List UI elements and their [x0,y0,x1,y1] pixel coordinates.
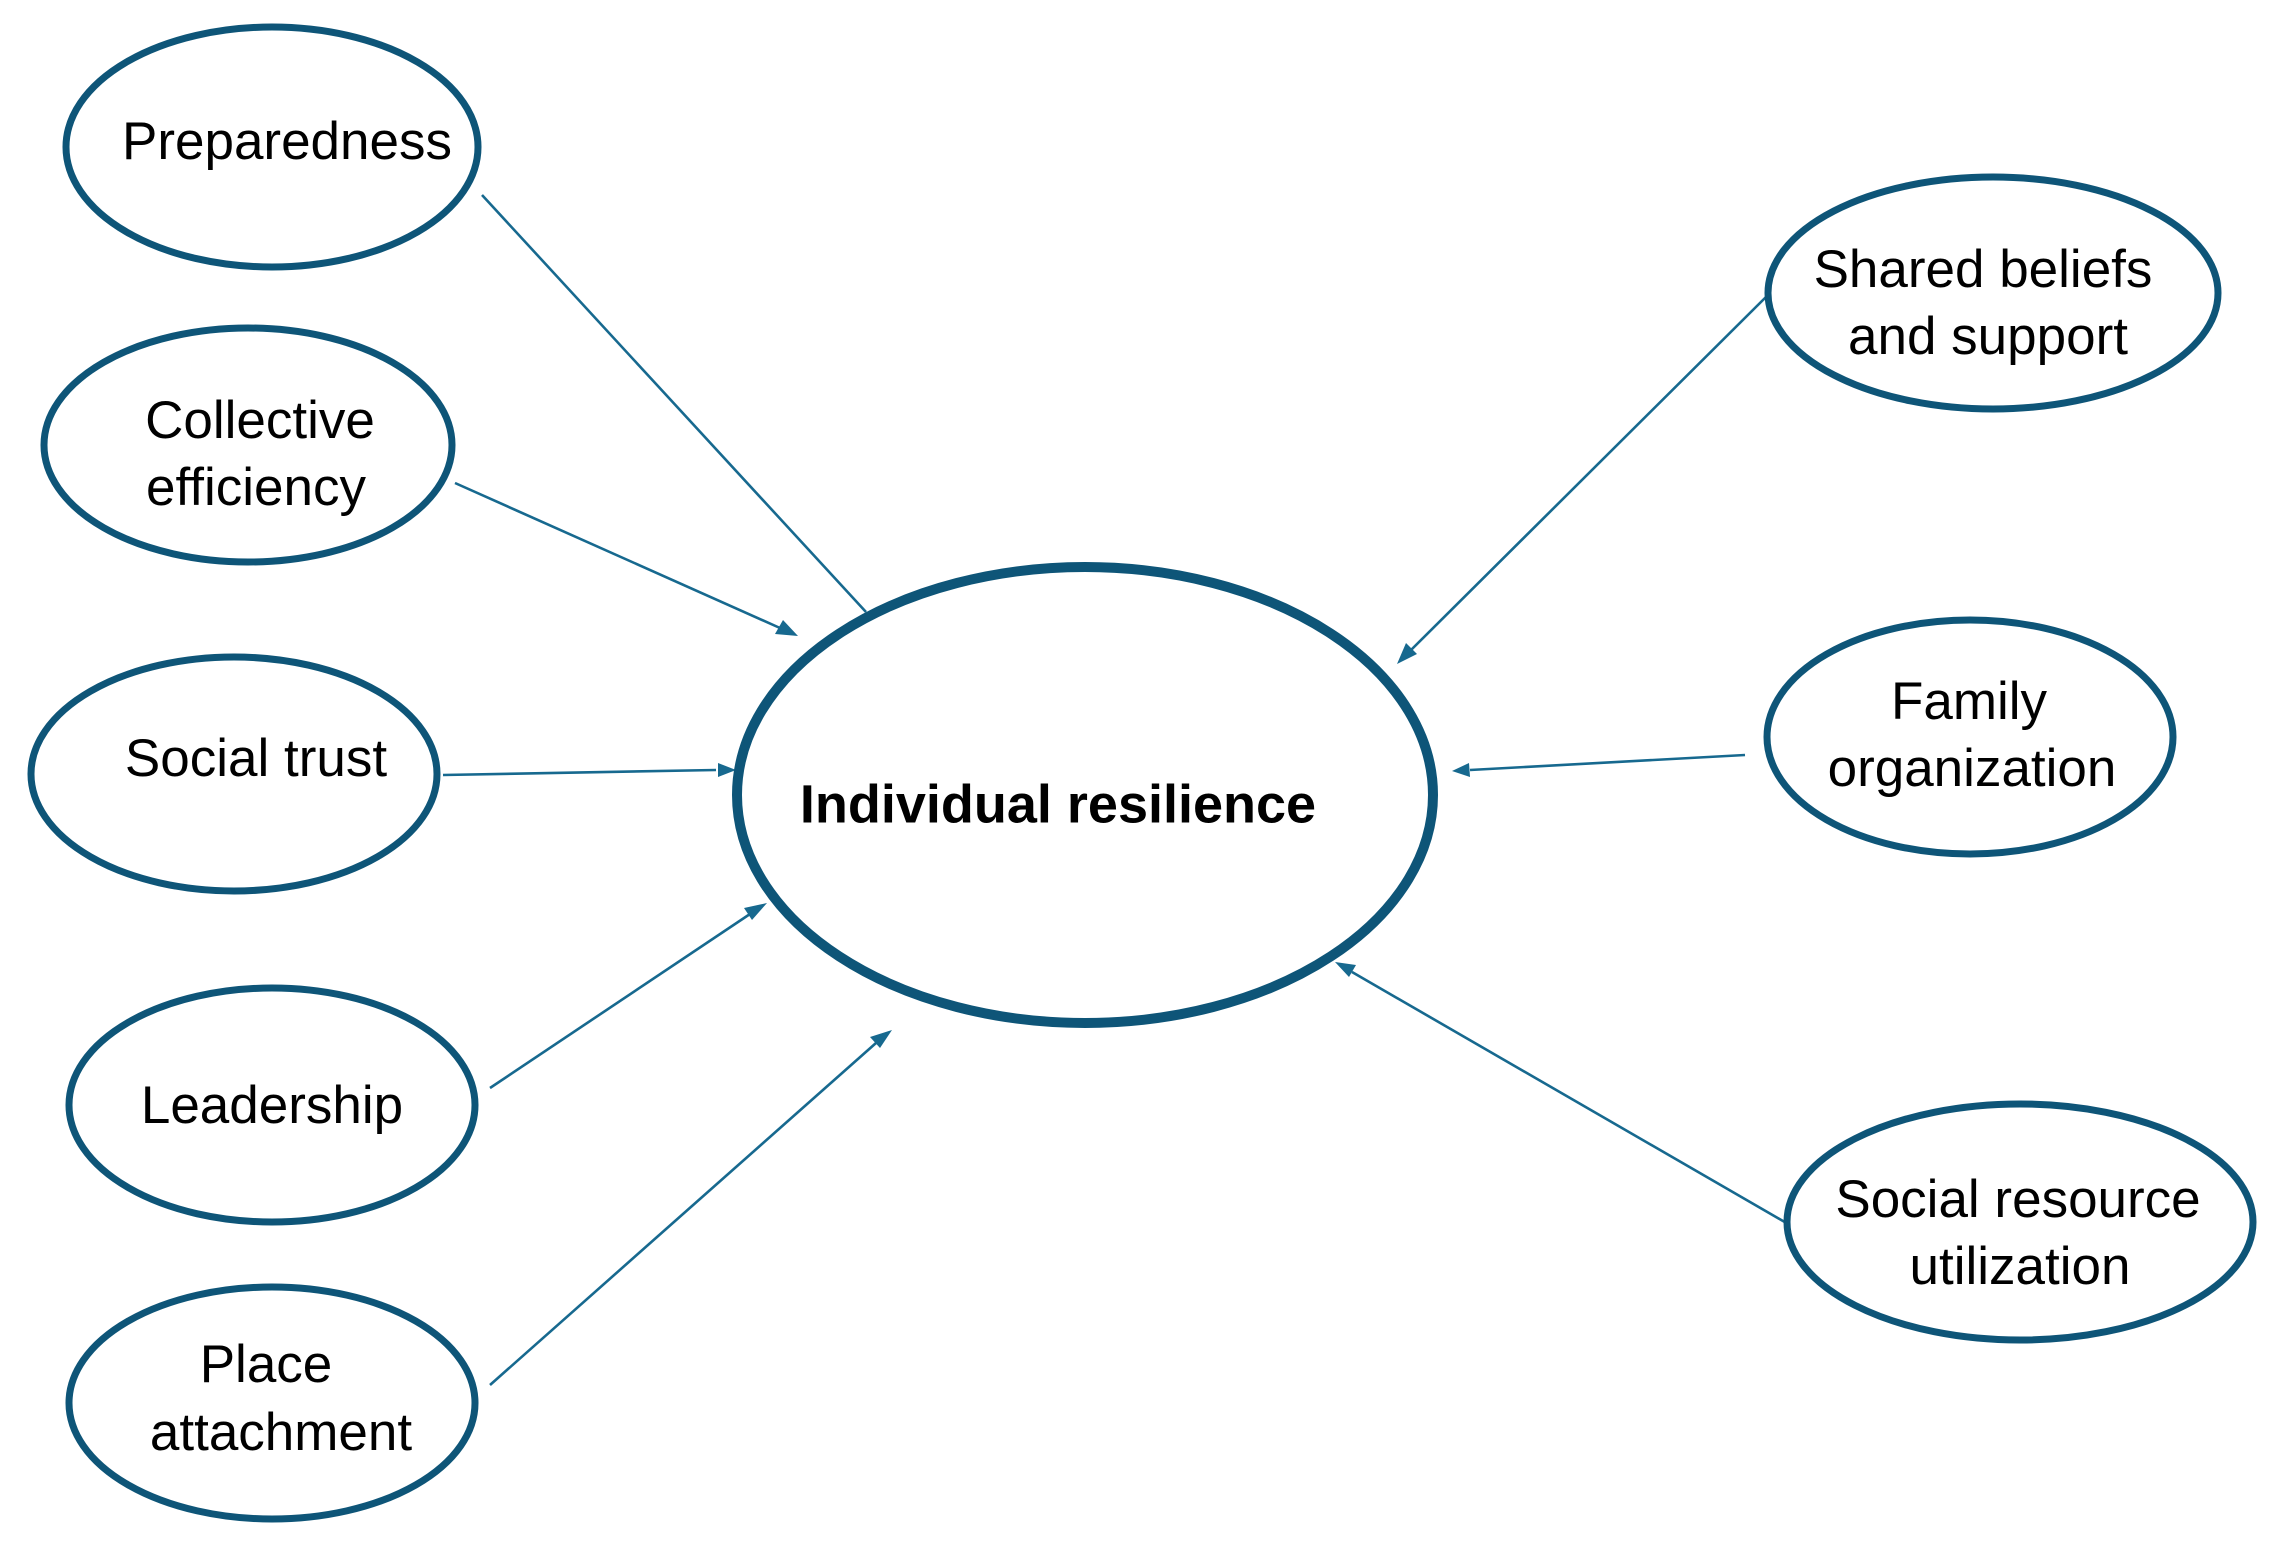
node-shared-beliefs-and-support-label-line-1: Shared beliefs [1814,240,2153,299]
node-social-resource-utilization-label-line-1: Social resource [1835,1170,2200,1229]
connector-leadership [489,912,751,1090]
arrowhead-place-attachment [870,1030,892,1048]
node-social-trust-label: Social trust [125,729,387,788]
node-social-resource-utilization: Social resource utilization [1783,1100,2257,1344]
node-family-organization-label-line-1: Family [1891,672,2048,731]
connector-shared-beliefs [1410,294,1769,651]
node-place-attachment: Place attachment [65,1283,479,1523]
node-shared-beliefs-and-support: Shared beliefs and support [1764,173,2222,413]
node-social-trust: Social trust [27,653,441,895]
arrowhead-social-trust [718,763,736,777]
node-place-attachment-ellipse [65,1283,479,1523]
connector-preparedness [481,194,867,613]
connector-social-resource [1351,970,1796,1230]
node-leadership: Leadership [65,984,479,1226]
connectors [442,194,1796,1386]
connector-collective-efficiency [454,481,781,630]
connector-social-trust [442,768,717,777]
node-social-resource-utilization-label-line-2: utilization [1910,1237,2131,1296]
node-family-organization-label-line-2: organization [1828,739,2117,798]
center-node-ellipse [732,562,1438,1028]
node-family-organization: Family organization [1763,616,2177,858]
node-preparedness-label: Preparedness [122,112,452,171]
node-social-trust-ellipse [27,653,441,895]
arrowhead-shared-beliefs [1397,643,1417,664]
arrowhead-social-resource [1335,962,1356,977]
arrowhead-collective-efficiency [775,620,798,636]
node-social-resource-utilization-ellipse [1783,1100,2257,1344]
node-family-organization-ellipse [1763,616,2177,858]
node-collective-efficiency-label-line-1: Collective [145,391,375,450]
node-place-attachment-label-line-2: attachment [150,1403,412,1462]
arrowhead-leadership [744,903,767,920]
node-preparedness: Preparedness [62,23,482,271]
node-leadership-label: Leadership [141,1076,403,1135]
center-node: Individual resilience [732,562,1438,1028]
node-collective-efficiency: Collective efficiency [40,324,456,566]
node-preparedness-ellipse [62,23,482,271]
connector-place-attachment [489,1042,877,1386]
node-place-attachment-label-line-1: Place [200,1335,333,1394]
arrowhead-family-organization [1452,763,1470,777]
center-node-label: Individual resilience [800,774,1316,834]
node-collective-efficiency-ellipse [40,324,456,566]
node-shared-beliefs-and-support-ellipse [1764,173,2222,413]
node-collective-efficiency-label-line-2: efficiency [146,458,366,517]
node-leadership-ellipse [65,984,479,1226]
node-shared-beliefs-and-support-label-line-2: and support [1848,307,2128,366]
connector-family-organization [1469,753,1746,772]
